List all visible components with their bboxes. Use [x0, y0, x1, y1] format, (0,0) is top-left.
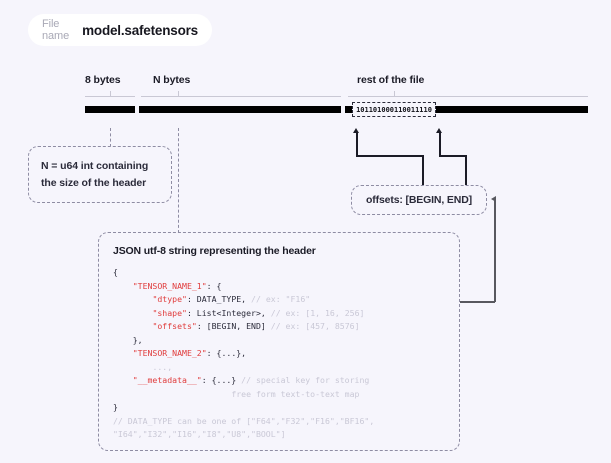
code-token: "__metadata__" [132, 375, 202, 385]
code-token: : {...}, [206, 348, 247, 358]
binary-sample-text: 101101000110011110 [356, 105, 432, 114]
code-token [113, 375, 133, 385]
code-token: "TENSOR_NAME_2" [132, 348, 207, 358]
connector-nbytes-to-json [178, 128, 179, 233]
arrow-stem-begin-horiz [356, 155, 423, 157]
code-line: "TENSOR_NAME_2": {...}, [113, 347, 445, 361]
span-tick-n-bytes [178, 91, 179, 97]
code-token [113, 294, 152, 304]
arrow-stem-end-down [465, 155, 467, 188]
segment-label-8-bytes: 8 bytes [85, 74, 121, 86]
byte-layout-diagram: 8 bytes N bytes rest of the file 1011010… [0, 70, 611, 130]
code-token: ..., [152, 361, 173, 372]
code-token: "shape" [152, 307, 187, 318]
connector-8bytes-to-note [110, 128, 111, 147]
bar-segment-header-size [85, 106, 135, 113]
code-line: "offsets": [BEGIN, END] // ex: [457, 857… [113, 320, 445, 334]
code-token [113, 348, 133, 358]
code-token: }, [113, 334, 143, 345]
code-token: // DATA_TYPE can be one of ["F64","F32",… [113, 415, 375, 426]
code-token [113, 321, 152, 331]
code-line: ..., [113, 361, 445, 375]
code-token: } [113, 402, 118, 412]
code-token: : { [206, 280, 222, 291]
span-tick-8-bytes [110, 91, 111, 97]
filename-label: File name [42, 18, 70, 42]
code-line: free form text-to-text map [113, 388, 445, 402]
code-token [113, 308, 152, 318]
arrow-head-begin [353, 128, 359, 133]
code-line: "TENSOR_NAME_1": { [113, 280, 445, 294]
code-token: "dtype" [152, 294, 187, 304]
code-token: : DATA_TYPE, [186, 294, 252, 304]
segment-label-rest-of-file: rest of the file [357, 74, 425, 86]
code-token: "I64","I32","I16","I8","U8","BOOL"] [113, 429, 286, 439]
arrow-stem-end-vert [439, 132, 441, 156]
code-token: free form text-to-text map [231, 388, 360, 399]
code-token: // special key for storing [241, 375, 370, 385]
code-token: // ex: "F16" [251, 294, 311, 304]
filename-chip: File name model.safetensors [28, 14, 212, 46]
arrow-stem-offsets-vert [494, 199, 496, 302]
arrow-head-offsets-into-note [491, 196, 496, 202]
code-line: "__metadata__": {...} // special key for… [113, 374, 445, 388]
span-rule-n-bytes [141, 96, 341, 97]
json-code-block: { "TENSOR_NAME_1": { "dtype": DATA_TYPE,… [113, 266, 445, 442]
code-line: "dtype": DATA_TYPE, // ex: "F16" [113, 293, 445, 307]
json-header-panel: JSON utf-8 string representing the heade… [98, 232, 460, 451]
code-token: : {...} [201, 375, 242, 385]
arrow-stem-end-horiz [439, 155, 466, 157]
code-token: "offsets" [152, 321, 197, 331]
arrow-stem-begin-vert [356, 132, 358, 156]
note-offsets: offsets: [BEGIN, END] [351, 185, 487, 215]
code-token [113, 362, 152, 372]
filename-value: model.safetensors [82, 22, 198, 38]
bar-segment-tensor-data [345, 106, 588, 113]
code-line: { [113, 266, 445, 280]
code-line: } [113, 401, 445, 415]
code-token: : List<Integer>, [186, 307, 271, 318]
bar-segment-header-json [139, 106, 341, 113]
code-token: // ex: [1, 16, 256] [270, 307, 365, 318]
code-token: { [113, 267, 118, 277]
arrow-head-end [436, 128, 442, 133]
code-token [113, 389, 231, 399]
code-token: : [BEGIN, END] [196, 321, 271, 331]
note-n-bytes-line1: N = u64 int containing [41, 159, 149, 172]
code-line: }, [113, 334, 445, 348]
binary-sample-capsule: 101101000110011110 [352, 102, 436, 117]
code-token [113, 281, 133, 291]
code-line: "I64","I32","I16","I8","U8","BOOL"] [113, 428, 445, 442]
note-offsets-text: offsets: [BEGIN, END] [366, 194, 472, 206]
arrow-stem-begin-down [422, 155, 424, 188]
note-n-bytes: N = u64 int containing the size of the h… [28, 146, 172, 203]
segment-label-n-bytes: N bytes [153, 74, 191, 86]
json-panel-title: JSON utf-8 string representing the heade… [113, 245, 316, 257]
note-n-bytes-line2: the size of the header [41, 177, 147, 189]
span-tick-rest-of-file [394, 91, 395, 97]
code-line: // DATA_TYPE can be one of ["F64","F32",… [113, 415, 445, 429]
span-rule-rest-of-file [348, 96, 588, 97]
code-token: "TENSOR_NAME_1" [132, 280, 207, 291]
code-token: // ex: [457, 8576] [270, 321, 360, 331]
code-line: "shape": List<Integer>, // ex: [1, 16, 2… [113, 307, 445, 321]
